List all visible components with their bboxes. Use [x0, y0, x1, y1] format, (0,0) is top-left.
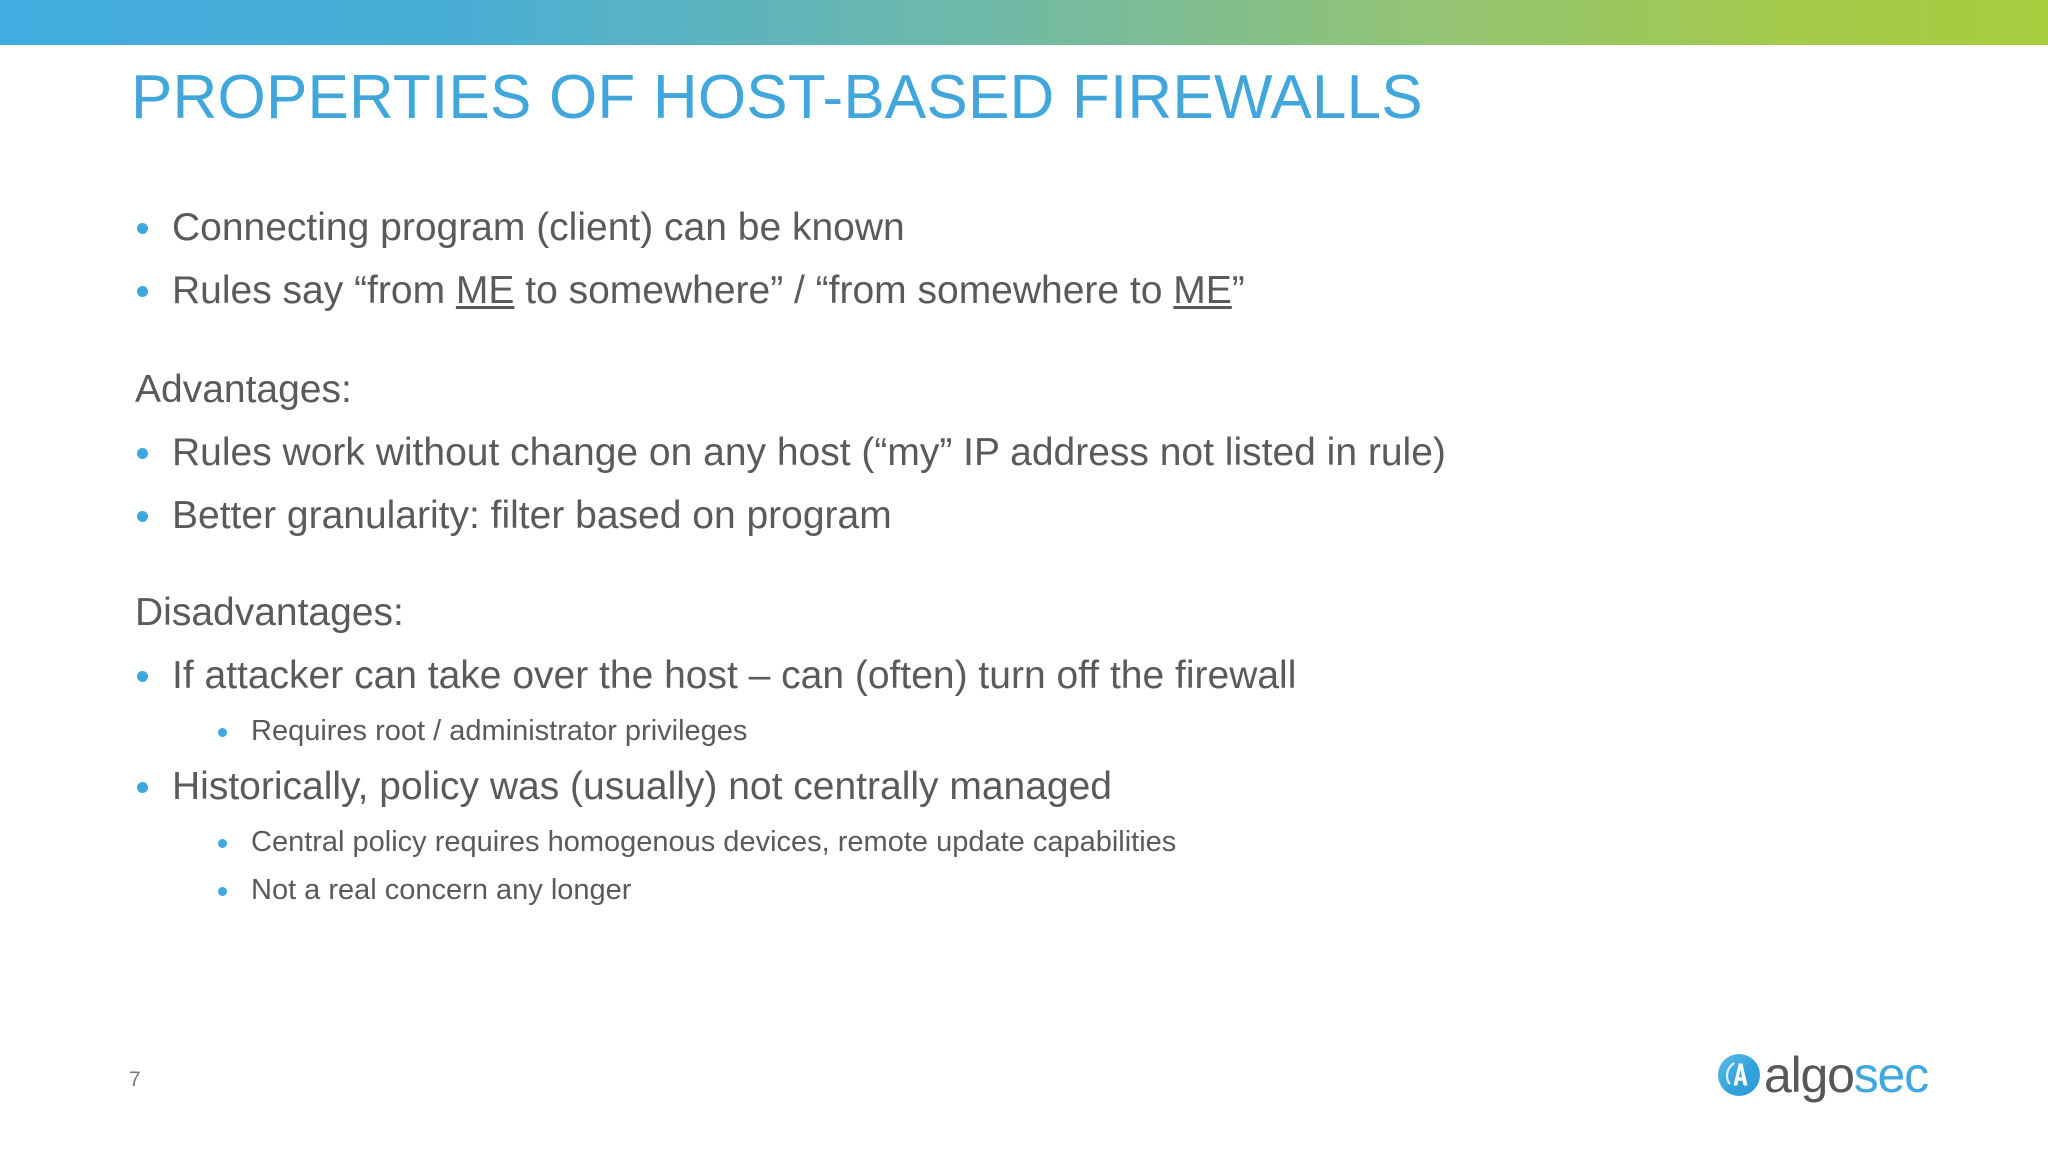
- bullet-dot-icon: [218, 887, 227, 896]
- sub-list-item-label: Central policy requires homogenous devic…: [251, 826, 1177, 858]
- sub-list-item: Not a real concern any longer: [131, 866, 1951, 914]
- sub-list-item-label: Not a real concern any longer: [251, 874, 632, 906]
- list-item: Rules say “from ME to somewhere” / “from…: [131, 259, 1951, 322]
- section-heading-advantages: Advantages:: [135, 368, 352, 411]
- list-item: Historically, policy was (usually) not c…: [131, 755, 1951, 818]
- algosec-logo: algosec: [1716, 1044, 1936, 1106]
- list-item: Rules work without change on any host (“…: [131, 421, 1951, 484]
- bullet-dot-icon: [137, 782, 148, 793]
- text-run: ”: [1231, 269, 1245, 312]
- list-item-label: Connecting program (client) can be known: [172, 206, 905, 249]
- logo-text-algo: algo: [1764, 1047, 1855, 1103]
- text-run-underlined: ME: [1173, 269, 1232, 312]
- page-title: PROPERTIES OF HOST-BASED FIREWALLS: [131, 63, 1423, 132]
- sub-list-item: Requires root / administrator privileges: [131, 707, 1951, 755]
- sub-list-item-label: Requires root / administrator privileges: [251, 715, 748, 747]
- top-gradient-band: [0, 0, 2048, 45]
- list-item: If attacker can take over the host – can…: [131, 644, 1951, 707]
- slide-body: Connecting program (client) can be known…: [131, 196, 1951, 914]
- list-item: Better granularity: filter based on prog…: [131, 484, 1951, 547]
- bullet-dot-icon: [218, 728, 227, 737]
- algosec-wordmark: algosec: [1764, 1047, 1929, 1103]
- bullet-dot-icon: [137, 223, 148, 234]
- logo-text-sec: sec: [1853, 1047, 1929, 1103]
- list-item-label: Better granularity: filter based on prog…: [172, 494, 892, 537]
- spacer: [131, 322, 1951, 358]
- list-item-label: Historically, policy was (usually) not c…: [172, 765, 1112, 808]
- list-item: Connecting program (client) can be known: [131, 196, 1951, 259]
- list-item-label: Rules work without change on any host (“…: [172, 431, 1446, 474]
- bullet-dot-icon: [218, 839, 227, 848]
- list-item-label: If attacker can take over the host – can…: [172, 654, 1297, 697]
- page-number: 7: [129, 1068, 141, 1091]
- bullet-dot-icon: [137, 511, 148, 522]
- sub-list-item: Central policy requires homogenous devic…: [131, 818, 1951, 866]
- section-heading-disadvantages: Disadvantages:: [135, 591, 404, 634]
- algosec-circle-a-icon: [1716, 1052, 1762, 1098]
- text-run: Rules say “from: [172, 269, 456, 312]
- spacer: [131, 547, 1951, 581]
- list-item-label: Rules say “from ME to somewhere” / “from…: [172, 269, 1245, 312]
- text-run: to somewhere” / “from somewhere to: [514, 269, 1174, 312]
- bullet-dot-icon: [137, 448, 148, 459]
- bullet-dot-icon: [137, 286, 148, 297]
- text-run-underlined: ME: [455, 269, 515, 312]
- bullet-dot-icon: [137, 671, 148, 682]
